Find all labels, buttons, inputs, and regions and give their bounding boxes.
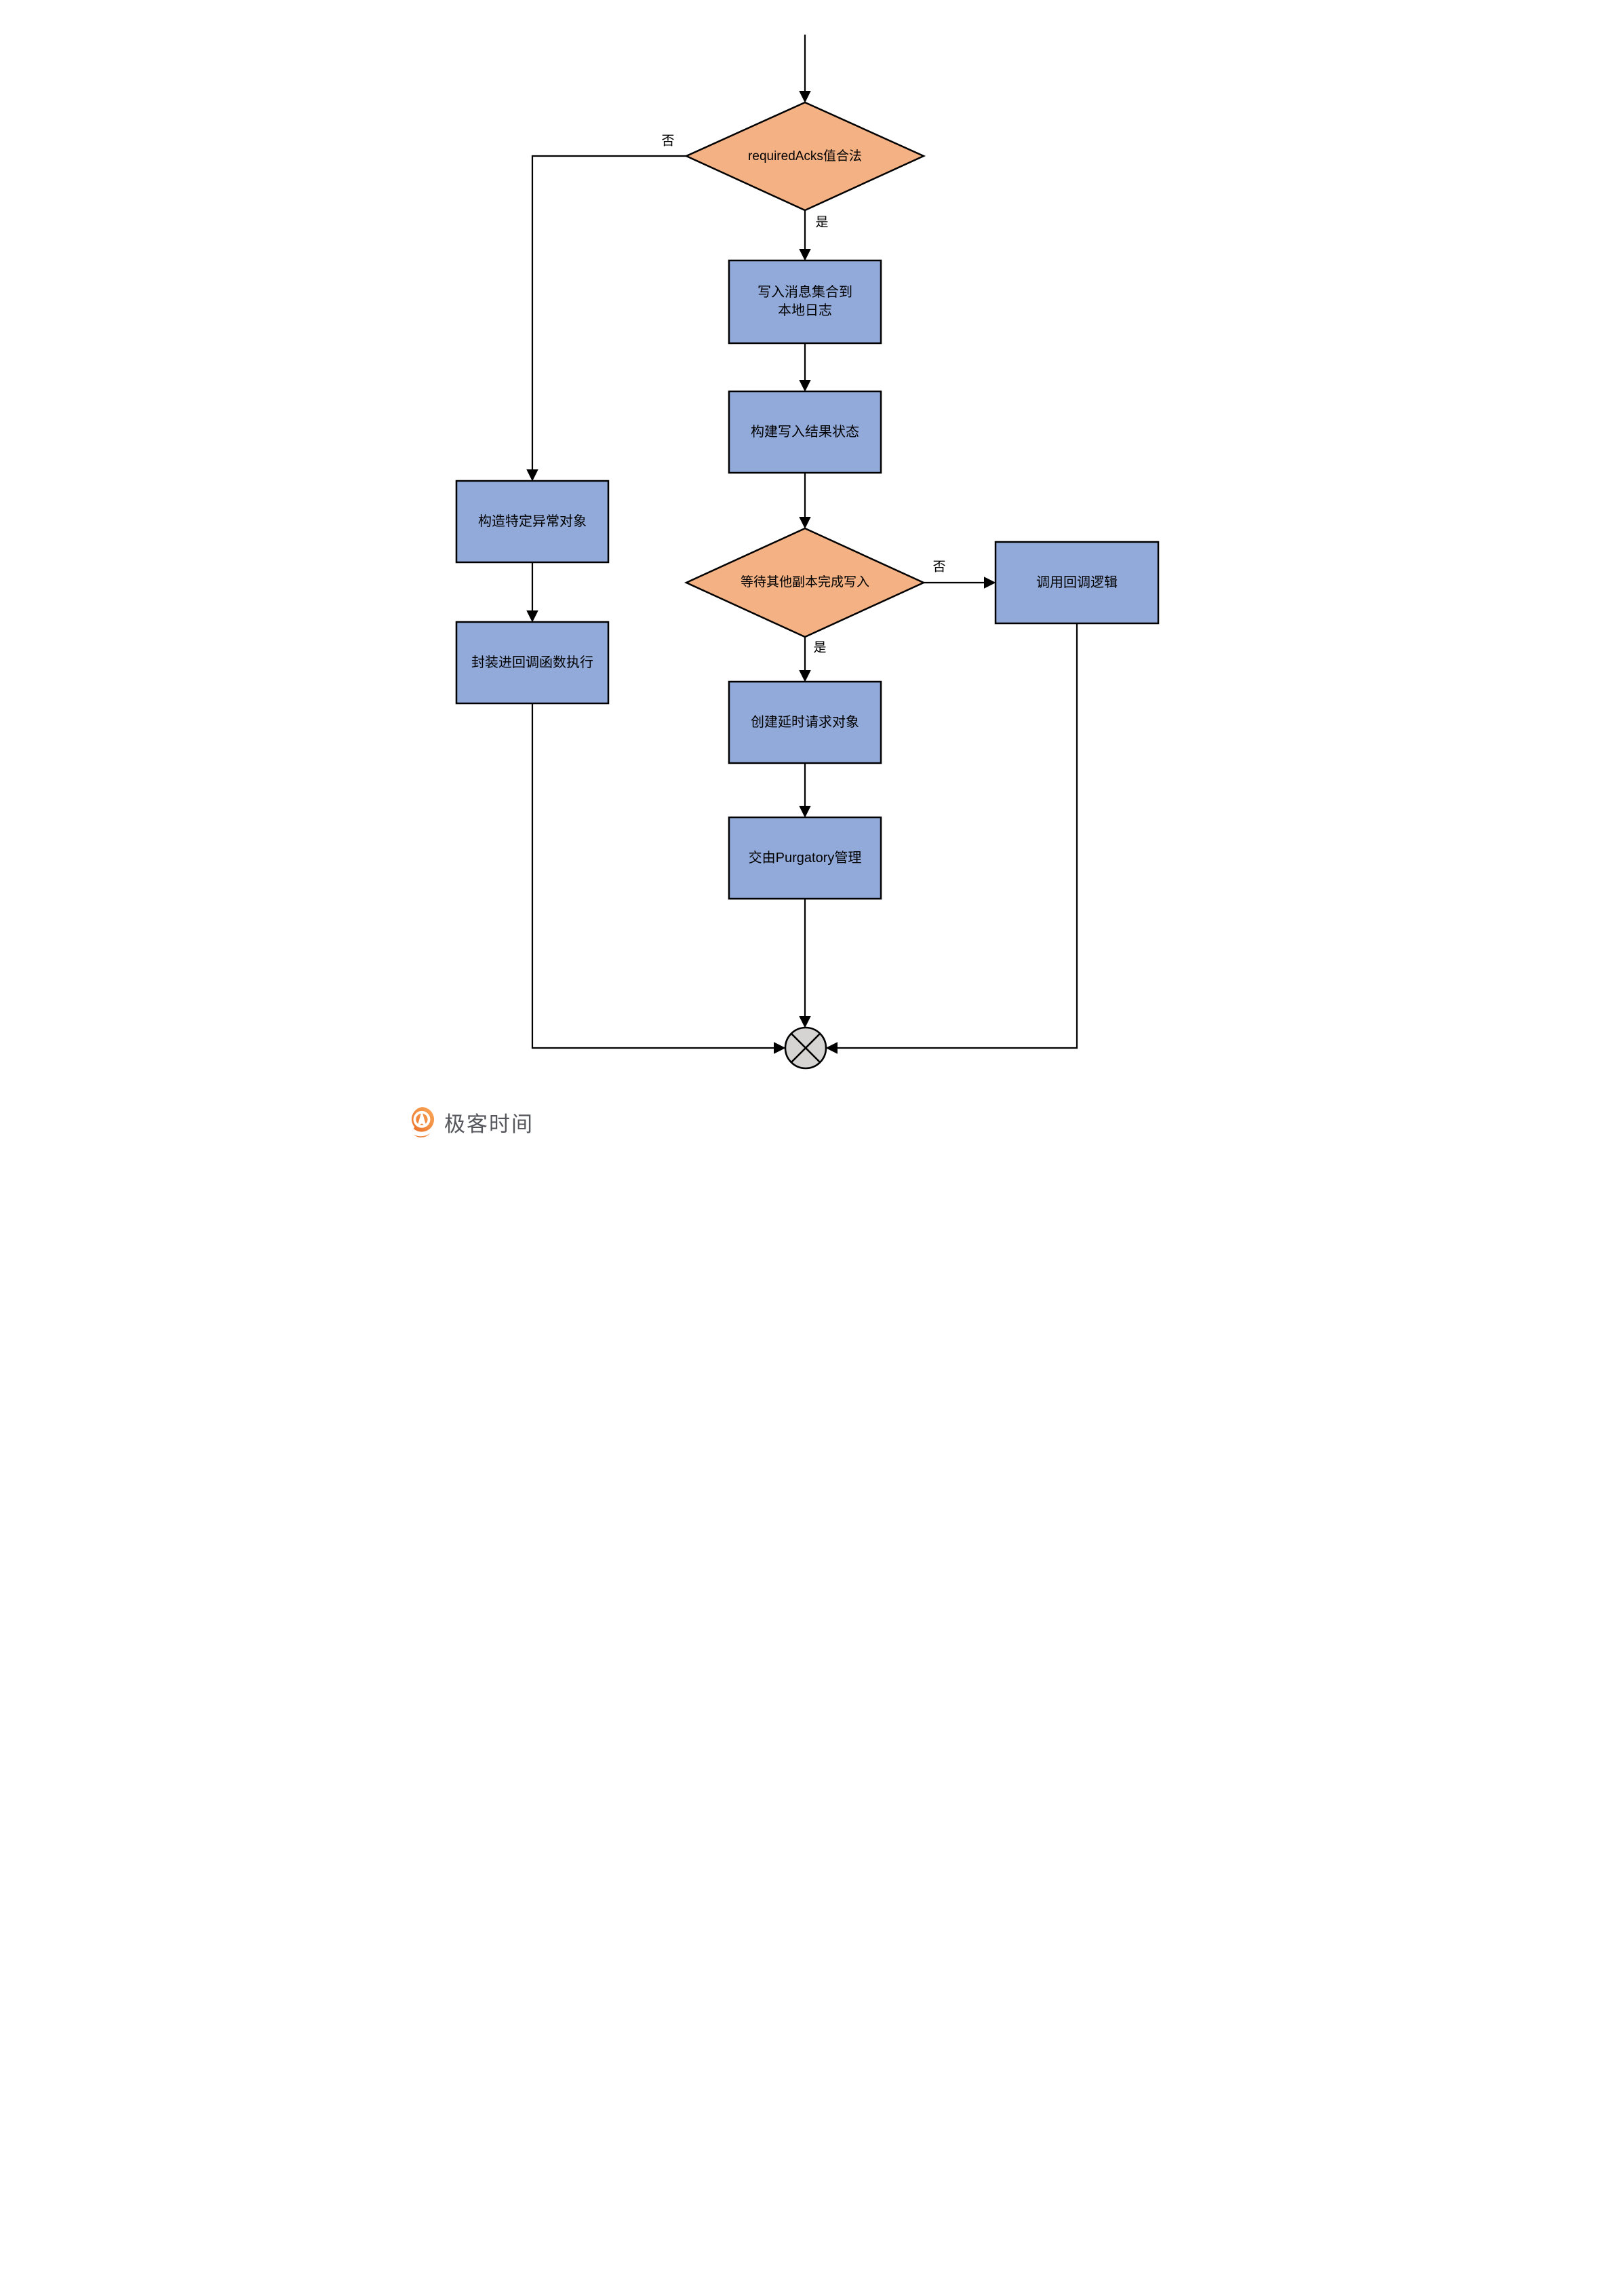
edge-acks-no-to-exception bbox=[526, 155, 686, 482]
decision-wait-replicas-shape bbox=[684, 527, 926, 638]
process-build-result-shape bbox=[728, 390, 882, 474]
edge-wrap-callback-to-junction bbox=[531, 703, 786, 1054]
flowchart-canvas: requiredAcks值合法 写入消息集合到 本地日志 构建写入结果状态 构造… bbox=[404, 0, 1210, 1148]
process-purgatory-shape bbox=[728, 816, 882, 900]
flowchart-shapes-layer bbox=[455, 35, 1160, 1070]
process-create-delayed-request-shape bbox=[728, 680, 882, 764]
process-invoke-callback-shape bbox=[994, 541, 1160, 625]
edge-invoke-callback-to-junction bbox=[825, 623, 1078, 1054]
process-wrap-callback-shape bbox=[455, 621, 610, 705]
process-build-exception-shape bbox=[455, 480, 610, 564]
merge-junction-icon bbox=[784, 1026, 827, 1070]
brand-name: 极客时间 bbox=[444, 1112, 534, 1136]
process-write-local-log-shape bbox=[728, 259, 882, 345]
geektime-logo: 极客时间 bbox=[408, 1106, 534, 1138]
geektime-logo-icon bbox=[410, 1107, 435, 1137]
decision-required-acks-shape bbox=[684, 101, 926, 212]
